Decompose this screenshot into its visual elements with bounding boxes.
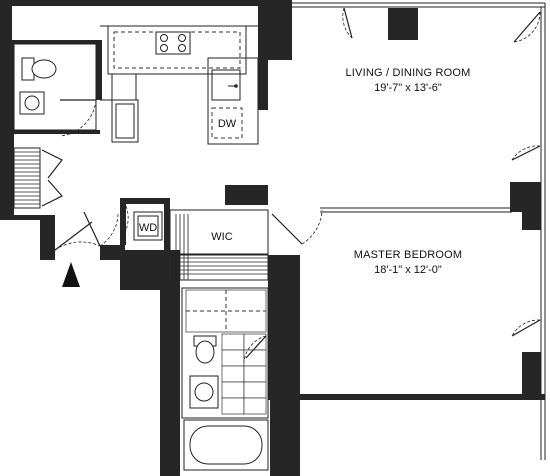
washer-dryer xyxy=(133,211,163,241)
column-kitchen xyxy=(240,0,292,110)
column-right-mid xyxy=(510,182,541,230)
sink-left xyxy=(19,91,45,115)
master-bedroom-dims: 18'-1" x 12'-0" xyxy=(374,264,442,276)
washer-dryer-closet: WD xyxy=(119,205,163,241)
north-arrow-icon xyxy=(62,262,80,287)
dishwasher-label: DW xyxy=(218,118,237,130)
walk-in-closet-label: WIC xyxy=(211,231,232,243)
powder-bath xyxy=(13,43,97,137)
master-bath xyxy=(181,287,269,471)
cooktop xyxy=(155,31,191,55)
sink-master xyxy=(189,375,219,409)
dishwasher xyxy=(211,107,243,139)
bathtub xyxy=(183,419,269,471)
living-room-dims: 19'-7" x 13'-6" xyxy=(374,82,442,94)
kitchen-island xyxy=(207,57,259,145)
kitchen: DW xyxy=(107,25,259,145)
wall-lower-left xyxy=(120,250,180,476)
wall-bottom xyxy=(270,394,545,476)
washer-dryer-label: WD xyxy=(139,222,157,234)
walk-in-closet: WIC xyxy=(169,209,323,281)
entry-door xyxy=(54,211,119,251)
door-arcs xyxy=(342,7,541,337)
column-right-bottom xyxy=(522,352,541,396)
toilet-master xyxy=(195,340,215,364)
living-room-name: LIVING / DINING ROOM xyxy=(345,67,470,79)
wall-left-bath xyxy=(10,40,100,134)
coat-closet xyxy=(13,147,63,209)
toilet-left xyxy=(31,59,57,79)
master-bedroom-name: MASTER BEDROOM xyxy=(354,249,463,261)
tile-floor xyxy=(221,333,267,415)
column-top-right xyxy=(388,8,418,40)
